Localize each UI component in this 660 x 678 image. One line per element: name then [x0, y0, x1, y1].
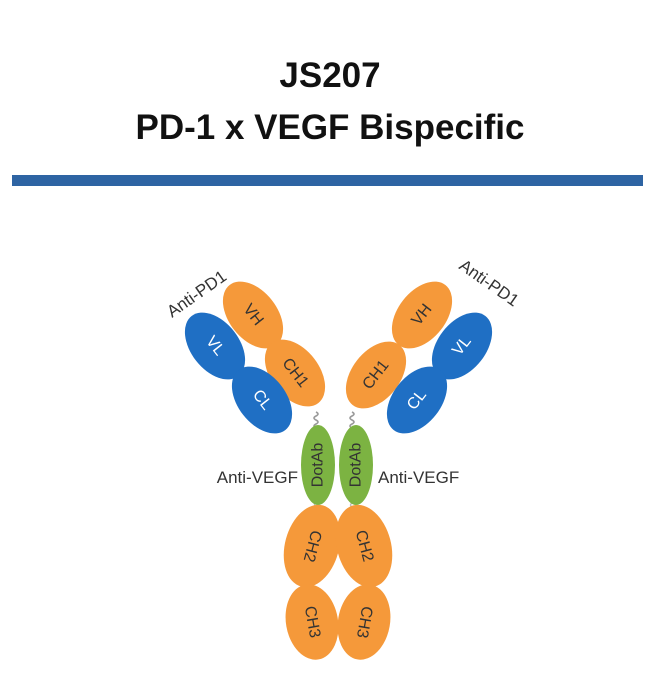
- domain-ch1-right: CH1: [345, 341, 407, 409]
- domain-vh-right: VH: [391, 281, 453, 349]
- label-anti-vegf-right: Anti-VEGF: [378, 468, 459, 487]
- title-line-2: PD-1 x VEGF Bispecific: [135, 108, 525, 147]
- domain-dotab-left: DotAb: [301, 425, 335, 505]
- domain-ch3-right: CH3: [337, 584, 391, 660]
- svg-text:CH3: CH3: [353, 605, 375, 640]
- hinge-linker-left: [313, 411, 319, 429]
- domain-cl-right: CL: [386, 366, 448, 434]
- title-line-1: JS207: [279, 56, 381, 95]
- domain-cl-left: CL: [231, 366, 293, 434]
- domain-ch2-left: CH2: [283, 504, 341, 588]
- label-anti-vegf-left: Anti-VEGF: [217, 468, 298, 487]
- divider-bar: [12, 175, 643, 186]
- domain-vl-right: VL: [431, 312, 493, 380]
- domain-dotab-right: DotAb: [339, 425, 373, 505]
- label-anti-pd1-right: Anti-PD1: [456, 256, 523, 311]
- domain-vh-left: VH: [222, 281, 284, 349]
- svg-text:DotAb: DotAb: [348, 443, 365, 488]
- svg-text:DotAb: DotAb: [310, 443, 327, 488]
- domain-ch3-left: CH3: [285, 584, 339, 660]
- svg-text:CH3: CH3: [301, 605, 323, 640]
- domain-ch2-right: CH2: [335, 504, 393, 588]
- hinge-linker-right: [349, 411, 355, 429]
- label-anti-pd1-left: Anti-PD1: [163, 267, 230, 322]
- domain-vl-left: VL: [184, 312, 246, 380]
